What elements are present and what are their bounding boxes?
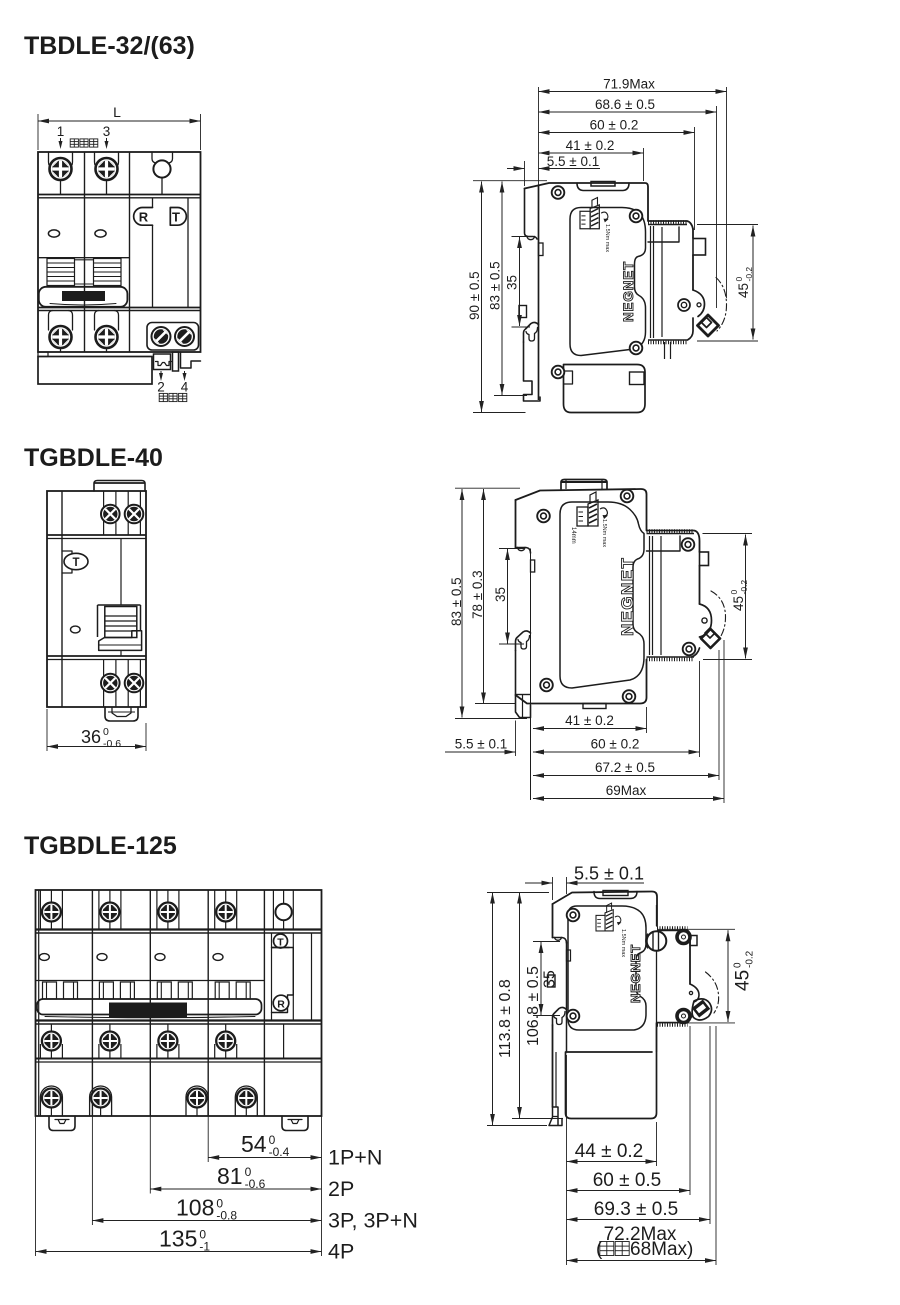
svg-text:T: T	[72, 557, 79, 569]
svg-text:R: R	[277, 999, 285, 1011]
svg-text:0: 0	[734, 277, 744, 282]
svg-text:T: T	[277, 937, 284, 949]
svg-text:5.5 ± 0.1: 5.5 ± 0.1	[547, 154, 599, 169]
svg-text:0: 0	[245, 1165, 252, 1179]
svg-text:1.5Nm max: 1.5Nm max	[601, 519, 607, 547]
svg-text:81: 81	[217, 1163, 243, 1189]
svg-text:T: T	[172, 210, 180, 225]
svg-text:35: 35	[505, 275, 520, 290]
svg-text:44 ± 0.2: 44 ± 0.2	[575, 1141, 644, 1162]
svg-text:-0.2: -0.2	[739, 580, 749, 595]
svg-text:1: 1	[57, 124, 65, 139]
svg-text:NEGNET: NEGNET	[621, 261, 636, 322]
svg-text:1.5Nm max: 1.5Nm max	[604, 224, 610, 252]
svg-text:45: 45	[736, 283, 751, 298]
svg-text:83 ± 0.5: 83 ± 0.5	[449, 577, 464, 626]
svg-text:41 ± 0.2: 41 ± 0.2	[565, 713, 614, 728]
svg-text:R: R	[139, 210, 149, 225]
svg-text:67.2 ± 0.5: 67.2 ± 0.5	[595, 760, 655, 775]
svg-text:113.8 ± 0.8: 113.8 ± 0.8	[497, 979, 514, 1058]
svg-text:1.5Nm max: 1.5Nm max	[620, 929, 626, 957]
svg-text:108: 108	[176, 1195, 214, 1221]
svg-text:-1: -1	[199, 1240, 210, 1254]
svg-text:0: 0	[216, 1197, 223, 1211]
svg-text:-0.2: -0.2	[745, 950, 756, 968]
svg-text:TBDLE-32/(63): TBDLE-32/(63)	[24, 32, 195, 60]
svg-text:3P, 3P+N: 3P, 3P+N	[328, 1209, 418, 1233]
svg-text:-0.2: -0.2	[744, 267, 754, 282]
svg-text:69.3 ± 0.5: 69.3 ± 0.5	[594, 1199, 678, 1220]
svg-text:54: 54	[241, 1131, 267, 1157]
svg-text:-0.4: -0.4	[269, 1145, 290, 1159]
svg-text:68Max): 68Max)	[630, 1239, 693, 1260]
svg-text:0: 0	[729, 590, 739, 595]
svg-text:5.5 ± 0.1: 5.5 ± 0.1	[574, 864, 644, 884]
svg-text:4: 4	[181, 380, 189, 395]
svg-text:60 ± 0.2: 60 ± 0.2	[590, 118, 639, 133]
svg-text:135: 135	[159, 1226, 197, 1252]
svg-text:-0.6: -0.6	[103, 738, 121, 750]
svg-text:45: 45	[733, 970, 754, 991]
svg-text:2P: 2P	[328, 1177, 354, 1201]
svg-text:90 ± 0.5: 90 ± 0.5	[467, 271, 482, 320]
svg-text:3: 3	[103, 124, 111, 139]
svg-text:60 ± 0.2: 60 ± 0.2	[591, 737, 640, 752]
svg-text:60 ± 0.5: 60 ± 0.5	[593, 1170, 662, 1191]
svg-text:45: 45	[731, 596, 746, 611]
svg-text:-0.6: -0.6	[245, 1177, 266, 1191]
svg-text:0: 0	[199, 1228, 206, 1242]
svg-text:0: 0	[103, 726, 109, 738]
svg-text:NEGNET: NEGNET	[618, 557, 637, 636]
svg-text:36: 36	[81, 727, 101, 747]
svg-text:0: 0	[733, 962, 744, 968]
svg-text:NEGNET: NEGNET	[628, 944, 643, 1003]
svg-text:68.6 ± 0.5: 68.6 ± 0.5	[595, 97, 655, 112]
svg-text:35: 35	[493, 587, 508, 602]
svg-text:83 ± 0.5: 83 ± 0.5	[488, 261, 503, 310]
svg-text:106.8 ± 0.5: 106.8 ± 0.5	[525, 966, 542, 1046]
svg-text:35: 35	[542, 970, 559, 988]
svg-text:78 ± 0.3: 78 ± 0.3	[470, 570, 485, 619]
svg-text:L: L	[113, 104, 121, 120]
svg-text:14mm: 14mm	[570, 527, 576, 544]
svg-text:69Max: 69Max	[606, 783, 647, 798]
svg-text:0: 0	[269, 1133, 276, 1147]
svg-text:2: 2	[157, 380, 165, 395]
svg-text:TGBDLE-40: TGBDLE-40	[24, 444, 163, 472]
svg-text:4P: 4P	[328, 1240, 354, 1264]
svg-text:TGBDLE-125: TGBDLE-125	[24, 832, 177, 860]
svg-text:-0.8: -0.8	[216, 1209, 237, 1223]
svg-text:1P+N: 1P+N	[328, 1146, 382, 1170]
svg-text:41 ± 0.2: 41 ± 0.2	[566, 138, 615, 153]
svg-text:72.2Max: 72.2Max	[604, 1224, 677, 1245]
svg-text:5.5 ± 0.1: 5.5 ± 0.1	[455, 737, 507, 752]
svg-text:71.9Max: 71.9Max	[603, 77, 655, 92]
